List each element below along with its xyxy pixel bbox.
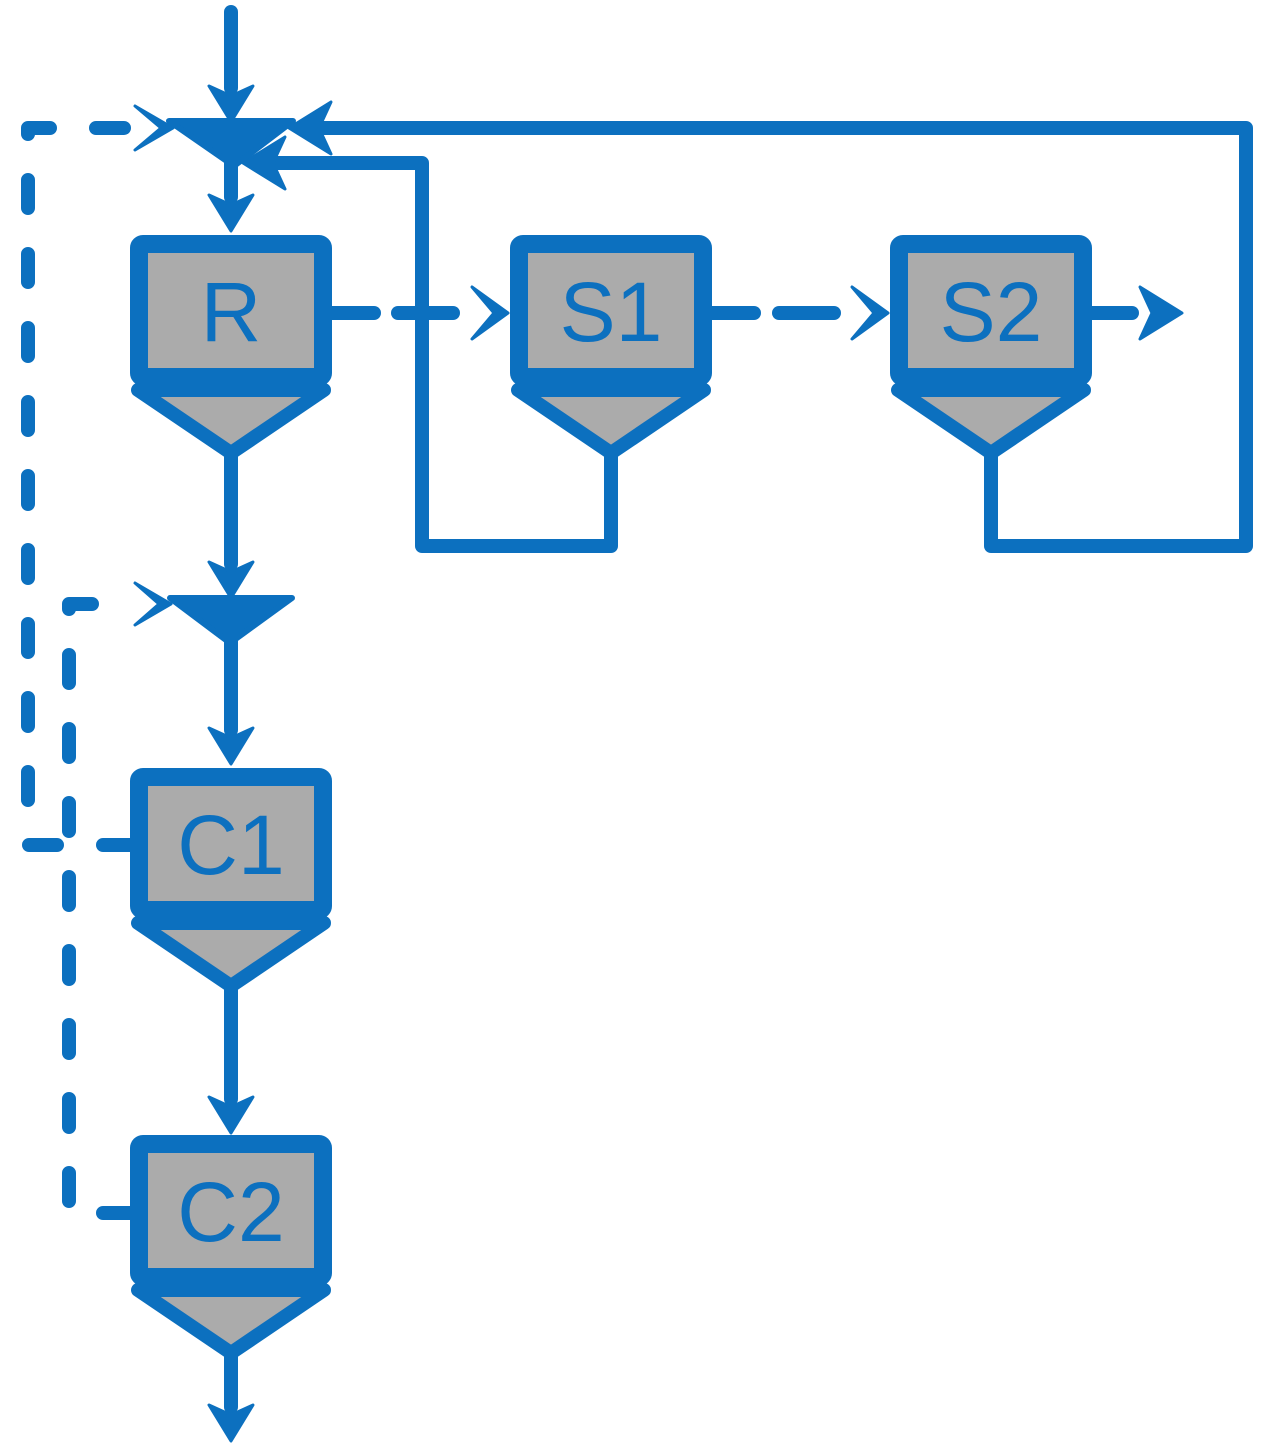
node-r-box [130,235,332,386]
node-c2-box [130,1135,332,1286]
node-c2-hopper [131,1283,331,1360]
r-to-s1-arrowhead-icon [470,285,510,341]
node-r-label: R [201,265,262,359]
node-c1-label: C1 [177,798,284,892]
s2-recycle-arrowhead-icon [287,100,333,156]
edge-s1-bottoms-to-mixer1 [241,135,618,553]
node-r: R [130,235,332,460]
s2-bottoms-recycle-line [315,121,1253,553]
s1-to-s2-arrowhead-icon [850,285,890,341]
node-s1-label: S1 [560,265,663,359]
s1-bottoms-recycle-line [269,156,618,553]
node-s2-label: S2 [940,265,1043,359]
edge-c2-bottoms-outlet [207,1346,255,1443]
node-c2: C2 [130,1135,332,1360]
edge-r-bottoms-to-mixer2 [207,441,255,600]
edge-s2-product-outlet [1083,285,1184,341]
node-s2: S2 [890,235,1092,460]
node-c1-hopper [131,916,331,993]
edge-r-to-s1-dashed [323,285,510,341]
s2-outlet-arrowhead-icon [1138,285,1184,341]
edge-s1-to-s2-dashed [703,285,890,341]
mixer1-to-r-arrowhead-icon [207,193,255,233]
c1-bottoms-arrowhead-icon [207,1095,255,1135]
node-c1: C1 [130,768,332,993]
edge-s2-bottoms-to-mixer1 [287,100,1253,553]
edge-c1-bottoms-to-c2 [207,979,255,1135]
node-s1-hopper [511,383,711,460]
edge-mixer2-to-c1 [207,633,255,766]
node-s1-box [510,235,712,386]
node-s2-hopper [891,383,1091,460]
mixer2-junction [167,595,295,646]
c2-to-mixer2-dashed-line [62,597,138,1220]
r-bottoms-arrowhead-icon [207,560,255,600]
s1-recycle-arrowhead-icon [241,135,287,191]
edge-mixer1-to-r [207,125,255,233]
feed-arrowhead-icon [207,84,255,124]
node-c1-box [130,768,332,919]
edge-feed-to-mixer1 [207,5,255,124]
node-c2-label: C2 [177,1165,284,1259]
node-r-hopper [131,383,331,460]
edge-c2-side-to-mixer2-dashed [62,581,173,1220]
c2-to-mixer2-arrowhead-icon [133,581,173,627]
node-s1: S1 [510,235,712,460]
c1-to-mixer1-dashed-line [21,121,138,852]
c1-to-mixer1-arrowhead-icon [133,104,175,152]
node-s2-box [890,235,1092,386]
edge-c1-side-to-mixer1-dashed [21,104,175,852]
c2-outlet-arrowhead-icon [207,1403,255,1443]
mixer2-to-c1-arrowhead-icon [207,726,255,766]
